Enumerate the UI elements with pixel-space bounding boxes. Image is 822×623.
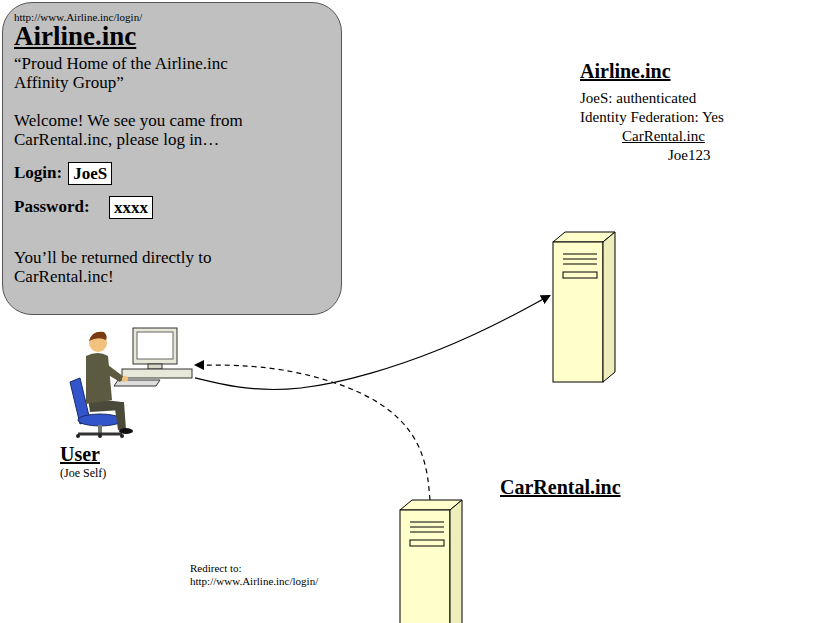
body-text: Welcome! We see you came from CarRental.… [14,111,294,149]
drive-bay [410,540,444,546]
edge-label: Redirect to: http://www.Airline.inc/logi… [190,562,350,588]
heading-text: Login: [14,163,62,182]
carrental-server: CarRental.inc [398,500,462,623]
server-icon [553,232,615,382]
body-text: CarRental.inc [622,128,705,145]
chair-caster [76,434,80,438]
hair [89,332,107,341]
server-side [603,232,615,382]
user-figure: User(Joe Self) [55,325,195,475]
keyboard [114,380,160,386]
browser-bubble: http://www.Airline.inc/login/Airline.inc… [2,2,342,315]
drive-bay [410,527,444,528]
redirect-arrow [195,365,430,500]
input-box: JoeS [68,162,112,185]
heading-text: Airline.inc [580,60,671,82]
arm [100,362,124,382]
body-text: JoeS: authenticated [580,90,696,107]
monitor-stand [148,364,162,369]
user-figure [70,328,192,438]
heading-text: Airline.inc [14,21,136,51]
drive-bay [410,532,444,533]
leg [114,402,126,430]
body-text: Joe123 [668,147,711,164]
airline-server: Airline.incJoeS: authenticatedIdentity F… [550,230,616,382]
chair-caster [98,434,102,438]
chair-caster [120,434,124,438]
heading-text: User [60,443,100,465]
torso [86,353,112,404]
drive-bay [563,254,597,255]
drive-bay [563,272,597,278]
monitor [133,328,177,364]
server-side [450,500,462,623]
body-text: You’ll be returned directly to CarRental… [14,248,299,286]
server-front [400,510,450,623]
heading-text: JoeS [73,164,107,183]
shoe [119,428,133,434]
heading-text: Password: [14,197,90,216]
hand [122,376,128,382]
heading-text: CarRental.inc [500,476,621,498]
server-icon [400,500,462,623]
drive-bay [563,264,597,265]
chair-pole [98,425,102,433]
drive-bay [410,522,444,523]
input-box: xxxx [109,196,153,219]
monitor-screen [137,332,173,359]
chair-seat [78,414,122,426]
heading-text: xxxx [114,198,148,217]
body-text: “Proud Home of the Airline.inc Affinity … [14,54,234,92]
server-front [553,242,603,382]
drive-bay [563,259,597,260]
computer-case [122,369,192,378]
body-text: (Joe Self) [60,467,106,480]
body-text: Identity Federation: Yes [580,109,724,126]
